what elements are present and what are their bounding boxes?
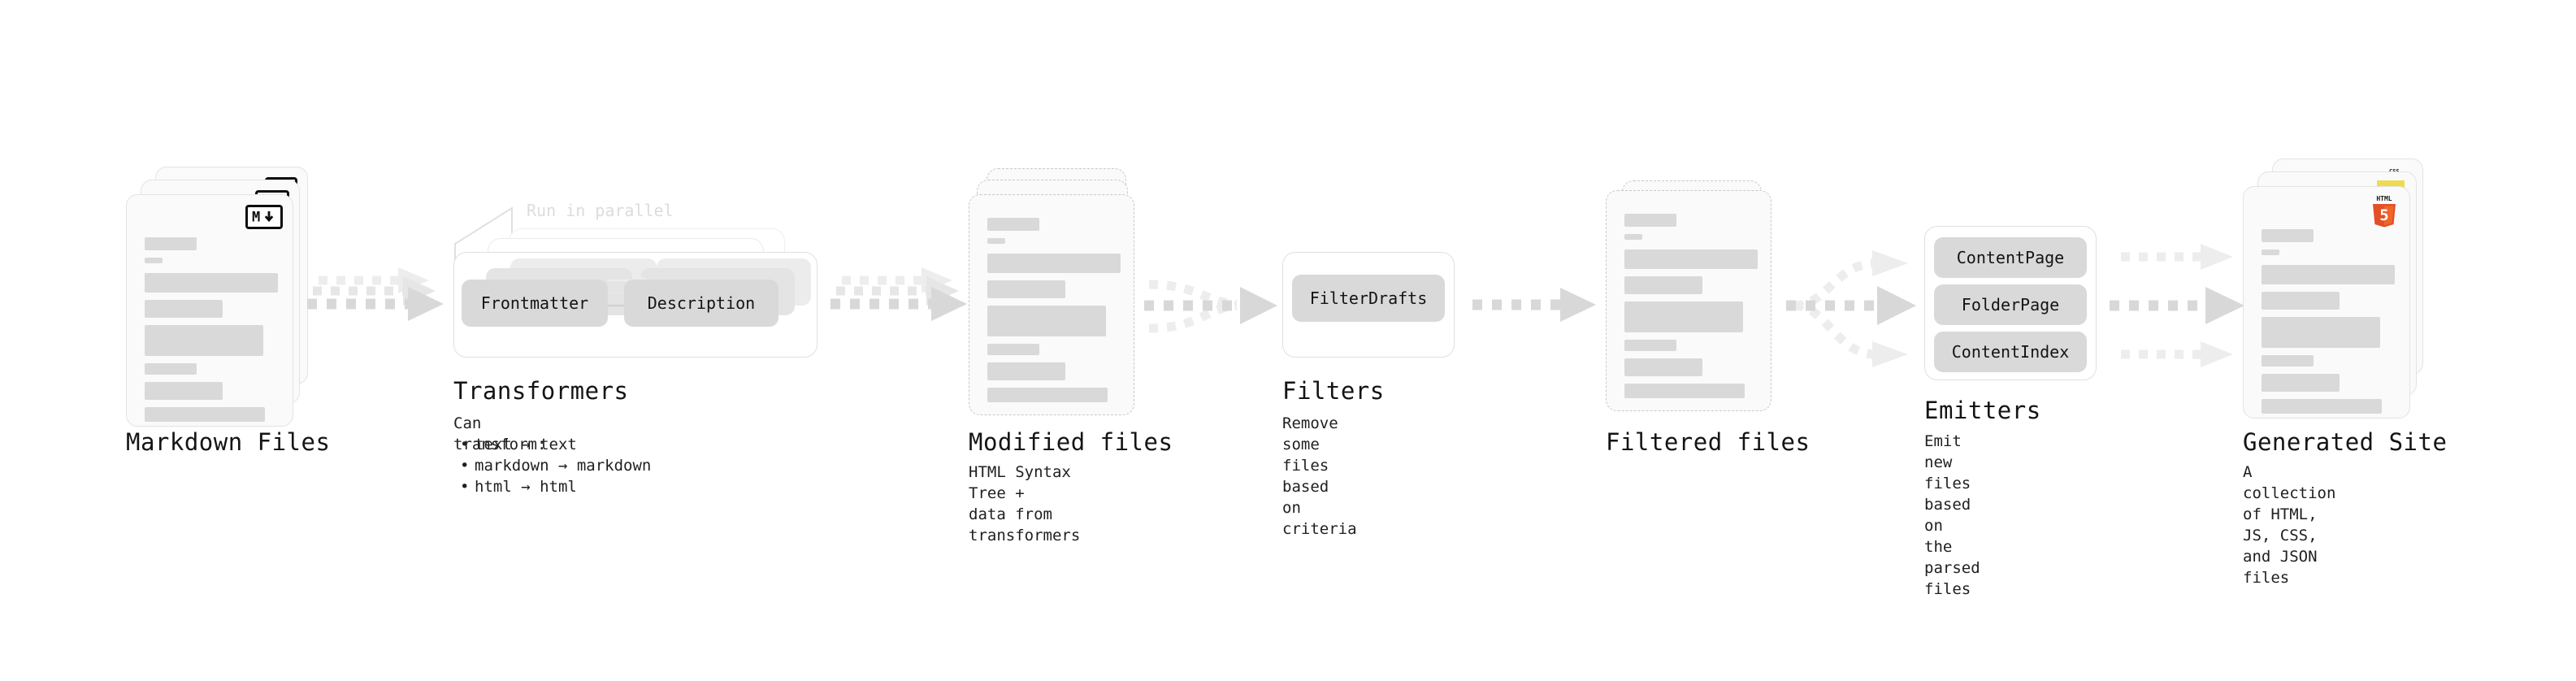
- html5-glyph: HTML 5: [2373, 195, 2396, 228]
- arrow-transformers-to-modified: [830, 267, 967, 321]
- doc-skeleton-lines: [2262, 229, 2395, 421]
- arrow-modified-to-filters-merge: [1144, 280, 1277, 333]
- emitter-chip-contentindex[interactable]: ContentIndex: [1934, 332, 2087, 372]
- generated-site-desc: A collection of HTML, JS, CSS, and JSON …: [2243, 463, 2336, 587]
- markdown-files-label: Markdown Files: [126, 428, 331, 456]
- doc-skeleton-lines: [987, 218, 1121, 410]
- arrow-emitters-to-site: [2110, 244, 2244, 367]
- doc-skeleton-lines: [1624, 214, 1758, 406]
- modified-file-stack: [969, 168, 1147, 428]
- generated-site-stack: CSS HTML: [2243, 158, 2430, 427]
- filters-desc: Remove some files based on criteria: [1282, 414, 1357, 538]
- markdown-file-stack: M M: [126, 167, 313, 427]
- capability-item: text → text: [453, 434, 651, 455]
- emitters-desc: Emit new files based on the parsed files: [1924, 432, 1980, 598]
- html5-icon: HTML 5: [2370, 193, 2398, 231]
- filter-chip-filterdrafts[interactable]: FilterDrafts: [1292, 275, 1445, 322]
- markdown-icon: M: [245, 205, 283, 229]
- filtered-files-label: Filtered files: [1606, 428, 1811, 456]
- filtered-file-stack: [1606, 180, 1785, 440]
- svg-text:M: M: [252, 210, 260, 224]
- emitter-chip-contentpage[interactable]: ContentPage: [1934, 237, 2087, 278]
- modified-files-desc: HTML Syntax Tree + data from transformer…: [969, 463, 1081, 544]
- leader-line: [454, 206, 513, 260]
- svg-text:HTML: HTML: [2376, 195, 2392, 202]
- transformers-label: Transformers: [453, 377, 629, 405]
- transformer-chip-frontmatter[interactable]: Frontmatter: [462, 280, 608, 327]
- run-in-parallel-label: Run in parallel: [527, 201, 674, 220]
- svg-text:5: 5: [2379, 206, 2388, 224]
- emitters-label: Emitters: [1924, 397, 2041, 424]
- doc-skeleton-lines: [145, 237, 278, 429]
- modified-doc-front: [969, 194, 1134, 415]
- site-doc-front: HTML 5: [2243, 186, 2410, 419]
- emitter-chip-folderpage[interactable]: FolderPage: [1934, 284, 2087, 325]
- filters-label: Filters: [1282, 377, 1385, 405]
- arrow-markdown-to-transformers: [307, 267, 444, 321]
- arrow-filters-to-filtered: [1472, 288, 1596, 322]
- filtered-doc-front: [1606, 190, 1772, 411]
- markdown-doc-front: M: [126, 194, 293, 427]
- transformers-capability-list: text → text markdown → markdown html → h…: [453, 434, 651, 497]
- markdown-glyph: M: [252, 210, 274, 224]
- modified-files-label: Modified files: [969, 428, 1173, 456]
- arrow-filtered-to-emitters-fanout: [1786, 250, 1916, 367]
- capability-item: markdown → markdown: [453, 455, 651, 476]
- transformer-chip-description[interactable]: Description: [624, 280, 778, 327]
- generated-site-label: Generated Site: [2243, 428, 2448, 456]
- capability-item: html → html: [453, 476, 651, 497]
